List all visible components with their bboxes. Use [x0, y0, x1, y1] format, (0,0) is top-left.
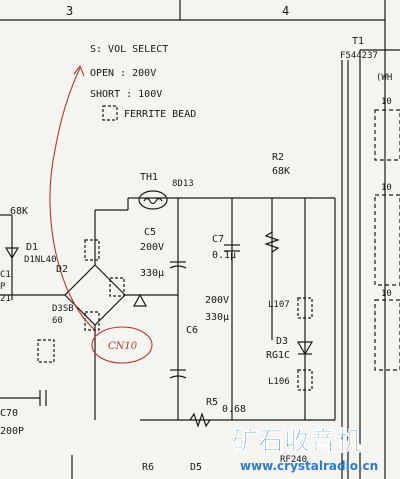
secondary-box-1	[374, 109, 400, 161]
annotation-circle	[91, 326, 153, 364]
th1-part: 8D13	[172, 179, 194, 189]
t1-part: F544237	[340, 51, 378, 61]
d3-part: RG1C	[266, 350, 290, 361]
pin-10-b: 10	[381, 183, 392, 193]
th1-thermistor	[138, 190, 168, 210]
pin-10-c: 10	[381, 289, 392, 299]
watermark-url: www.crystalradio.cn	[240, 459, 378, 473]
ferrite-bead-3	[84, 311, 100, 331]
th1-label: TH1	[140, 172, 158, 183]
annotation-arrow-head	[73, 64, 85, 77]
r-left-value: 68K	[10, 206, 28, 217]
c1-fragment-2: P	[0, 282, 6, 292]
c6-capacitance: 330µ	[205, 312, 229, 323]
annotation-arrow-curve	[49, 67, 96, 331]
r2-value: 68K	[272, 166, 290, 177]
d2-label: D2	[56, 264, 68, 275]
l107-bead	[297, 297, 313, 319]
legend-line-2: OPEN : 200V	[90, 68, 156, 79]
d2-part-2: 60	[52, 316, 63, 326]
c5-plate-bottom	[169, 265, 187, 269]
d1-part: D1NL40	[24, 255, 57, 265]
warning-triangle-icon	[132, 293, 148, 307]
c6-label: C6	[186, 325, 198, 336]
r5-label: R5	[206, 397, 218, 408]
d5-label: D5	[190, 462, 202, 473]
c1-fragment: C1	[0, 270, 11, 280]
c7-label: C7	[212, 234, 224, 245]
d1-label: D1	[26, 242, 38, 253]
t1-ref: T1	[352, 36, 364, 47]
ferrite-bead-1	[84, 239, 100, 261]
d3-diode	[296, 341, 314, 356]
pin-10-a: 10	[381, 97, 392, 107]
r2-resistor	[264, 231, 280, 253]
secondary-box-3	[374, 299, 400, 371]
c70-label: C70	[0, 408, 18, 419]
annotation-cn10: CN10	[108, 341, 138, 352]
d1-diode	[4, 247, 20, 260]
watermark-cn: 矿石收音机	[232, 426, 362, 457]
ferrite-bead-4	[37, 339, 55, 363]
ferrite-bead-2	[109, 277, 125, 297]
secondary-box-2	[374, 194, 400, 286]
l106-bead	[297, 369, 313, 391]
r2-label: R2	[272, 152, 284, 163]
c6-plate-bottom	[169, 375, 187, 379]
c5-capacitance: 330µ	[140, 268, 164, 279]
r5-value: 0.68	[222, 404, 246, 415]
grid-col-3: 3	[66, 4, 73, 18]
c1-fragment-3: 21	[0, 294, 11, 304]
legend-line-3: SHORT : 100V	[90, 89, 162, 100]
r5-resistor	[189, 412, 211, 428]
d3-label: D3	[276, 336, 288, 347]
d2-part: D3SB	[52, 304, 74, 314]
t1-cut-label: (WH	[376, 73, 392, 83]
c6-voltage: 200V	[205, 295, 229, 306]
bottom-part: RF240	[280, 455, 307, 465]
legend-bead-icon	[102, 105, 118, 121]
l107-label: L107	[268, 300, 290, 310]
c5-voltage: 200V	[140, 242, 164, 253]
legend-line-4: FERRITE BEAD	[124, 109, 196, 120]
c70-value: 200P	[0, 426, 24, 437]
r6-label: R6	[142, 462, 154, 473]
c5-label: C5	[144, 227, 156, 238]
legend-line-1: S: VOL SELECT	[90, 44, 168, 55]
grid-col-4: 4	[282, 4, 289, 18]
c7-value: 0.1µ	[212, 250, 236, 261]
l106-label: L106	[268, 377, 290, 387]
d2-bridge	[64, 264, 126, 326]
th1-coil	[143, 197, 163, 205]
